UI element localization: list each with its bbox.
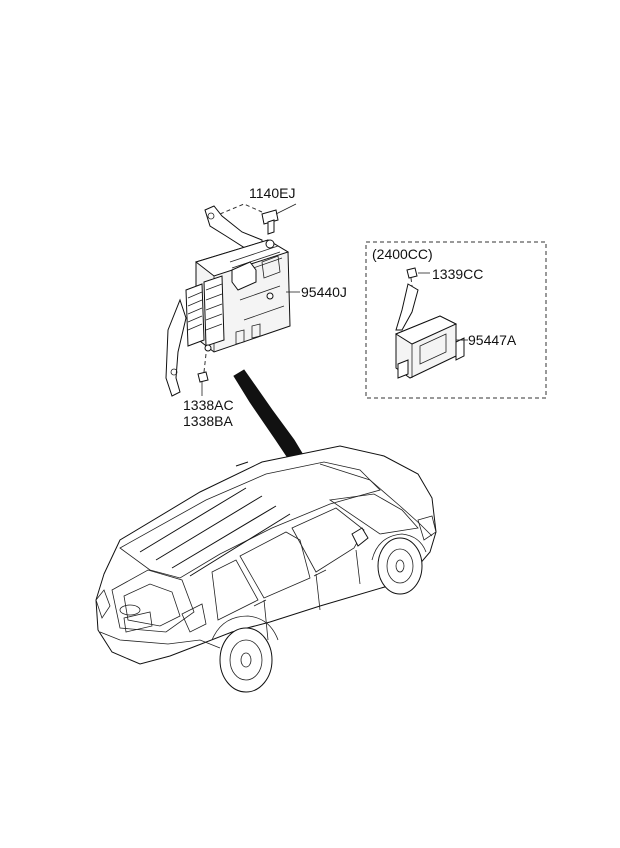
vehicle (95, 445, 437, 693)
label-2400cc: (2400CC) (372, 246, 433, 262)
label-1338ac: 1338AC (183, 397, 234, 413)
label-1140ej: 1140EJ (249, 185, 295, 201)
bolt-1140ej (219, 203, 297, 235)
nut-1338 (197, 353, 209, 396)
ecu-bracket (165, 205, 263, 397)
label-1339cc: 1339CC (432, 266, 483, 282)
ecu-module (185, 239, 291, 353)
label-1338ba: 1338BA (183, 413, 233, 429)
label-95440j: 95440J (301, 284, 347, 300)
small-module (394, 267, 465, 379)
label-95447a: 95447A (468, 332, 517, 348)
